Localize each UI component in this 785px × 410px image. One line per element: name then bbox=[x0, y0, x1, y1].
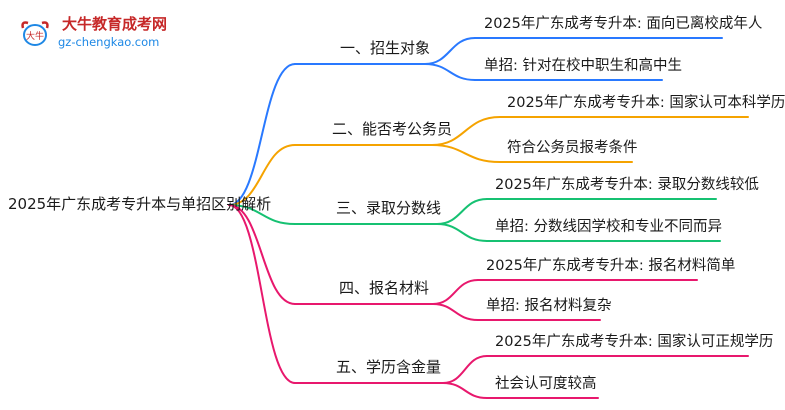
branch-5-leaf-2: 社会认可度较高 bbox=[495, 376, 597, 392]
logo-url: gz-chengkao.com bbox=[58, 35, 160, 49]
branch-2-label: 二、能否考公务员 bbox=[332, 120, 453, 138]
bull-logo-icon: 大牛 bbox=[21, 21, 49, 46]
connector-root-branch-1 bbox=[228, 63, 296, 206]
connector-root-branch-3 bbox=[228, 204, 296, 225]
connector-b5-leaf-1 bbox=[442, 355, 488, 384]
logo-mark-text: 大牛 bbox=[26, 30, 44, 42]
branch-3-leaf-1: 2025年广东成考专升本: 录取分数线较低 bbox=[495, 177, 759, 193]
branch-5-leaf-1: 2025年广东成考专升本: 国家认可正规学历 bbox=[495, 334, 774, 350]
connector-root-branch-5 bbox=[228, 204, 296, 384]
mindmap-connectors bbox=[228, 37, 749, 399]
connector-b3-leaf-2 bbox=[436, 223, 488, 242]
branch-3-leaf-2: 单招: 分数线因学校和专业不同而异 bbox=[495, 219, 722, 235]
mindmap-root-title: 2025年广东成考专升本与单招区别解析 bbox=[8, 195, 272, 213]
connector-b4-leaf-1 bbox=[432, 279, 479, 305]
branch-1-leaf-1: 2025年广东成考专升本: 面向已离校成年人 bbox=[484, 16, 763, 32]
connector-root-branch-2 bbox=[228, 144, 296, 206]
branch-4-leaf-2: 单招: 报名材料复杂 bbox=[486, 298, 612, 314]
branch-5-label: 五、学历含金量 bbox=[336, 358, 442, 376]
connector-b2-leaf-2 bbox=[431, 144, 501, 163]
connector-root-branch-4 bbox=[228, 204, 296, 305]
branch-4-leaf-1: 2025年广东成考专升本: 报名材料简单 bbox=[486, 258, 736, 274]
connector-b4-leaf-2 bbox=[432, 303, 479, 321]
connector-b1-leaf-1 bbox=[424, 37, 476, 65]
site-logo[interactable]: 大牛 大牛教育成考网 gz-chengkao.com bbox=[6, 4, 186, 54]
branch-2-leaf-1: 2025年广东成考专升本: 国家认可本科学历 bbox=[507, 95, 785, 111]
connector-b2-leaf-1 bbox=[431, 116, 501, 146]
connector-b1-leaf-2 bbox=[424, 63, 476, 81]
branch-4-label: 四、报名材料 bbox=[339, 279, 430, 297]
connector-b5-leaf-2 bbox=[442, 382, 488, 399]
branch-3-label: 三、录取分数线 bbox=[336, 199, 442, 217]
branch-1-label: 一、招生对象 bbox=[340, 39, 431, 57]
branch-2-leaf-2: 符合公务员报考条件 bbox=[507, 140, 638, 156]
connector-b3-leaf-1 bbox=[436, 198, 488, 225]
logo-site-name: 大牛教育成考网 bbox=[62, 15, 168, 33]
branch-1-leaf-2: 单招: 针对在校中职生和高中生 bbox=[484, 58, 682, 74]
